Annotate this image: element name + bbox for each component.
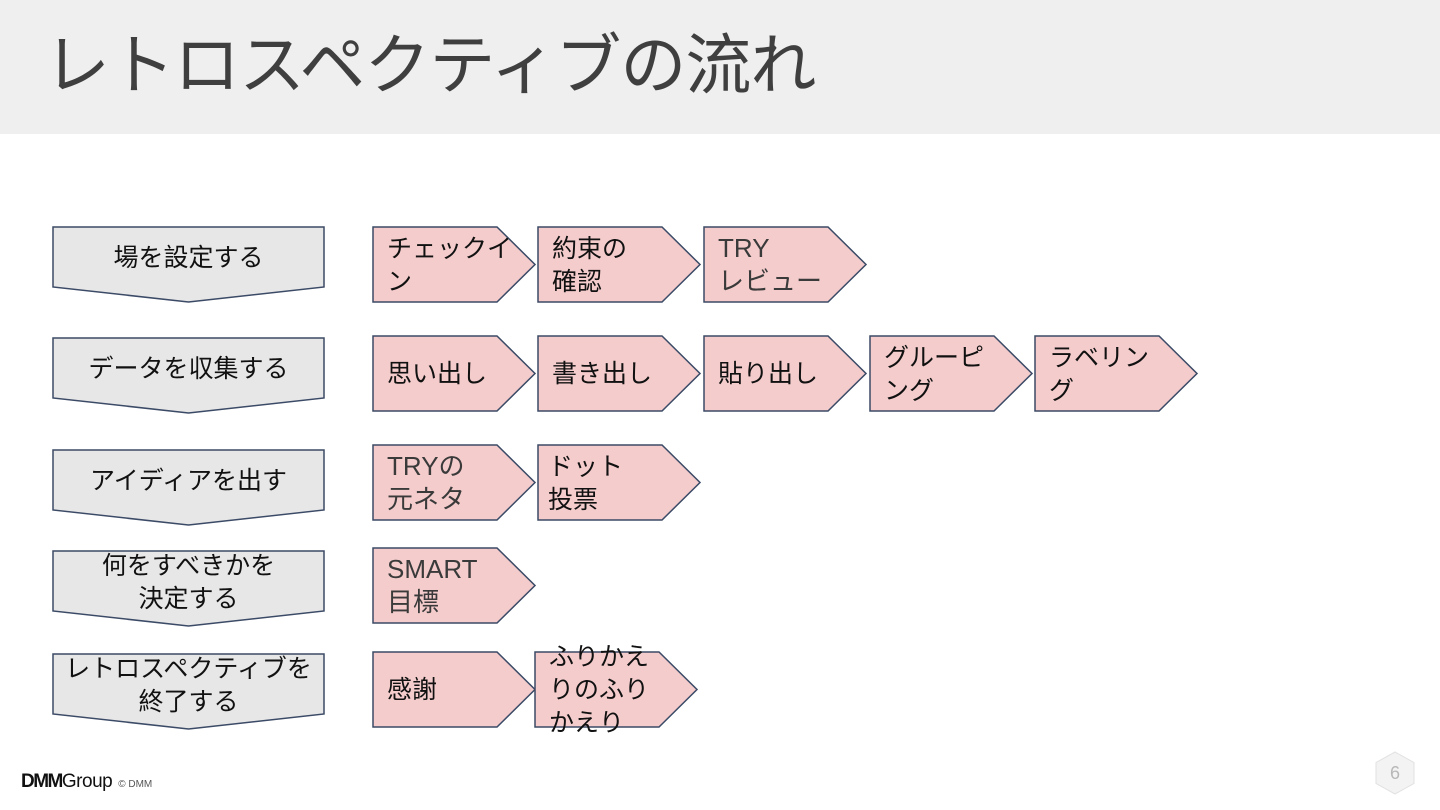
step-smart-goal: SMART 目標 xyxy=(372,547,537,624)
page-number: 6 xyxy=(1389,763,1400,783)
stage-label: 何をすべきかを 決定する xyxy=(101,550,276,613)
step-check-in: チェックイ ン xyxy=(372,226,537,303)
title-bar: レトロスペクティブの流れ xyxy=(0,0,1440,134)
step-write-out: 書き出し xyxy=(537,335,702,412)
step-retro-of-retro: ふりかえ りのふり かえり xyxy=(534,642,699,737)
hexagon-icon xyxy=(1375,751,1415,795)
step-label: 約束の 確認 xyxy=(552,233,628,296)
step-label: SMART 目標 xyxy=(387,553,478,617)
logo-group: Group xyxy=(61,771,113,792)
stage-label: アイディアを出す xyxy=(89,466,287,495)
step-label: 貼り出し xyxy=(718,359,819,388)
step-try-source: TRYの 元ネタ xyxy=(372,444,537,521)
step-label: グルーピ ング xyxy=(884,342,985,405)
step-label: ラベリン グ xyxy=(1049,342,1150,405)
step-label: 感謝 xyxy=(387,675,438,704)
step-dot-voting: ドット 投票 xyxy=(537,444,702,521)
stage-close-retrospective: レトロスペクティブを 終了する xyxy=(52,653,325,730)
logo-brand: DMM xyxy=(21,771,63,792)
page-number-badge: 6 xyxy=(1375,751,1415,795)
stage-decide-what-to-do: 何をすべきかを 決定する xyxy=(52,550,325,627)
step-appreciation: 感謝 xyxy=(372,651,537,728)
step-try-review: TRY レビュー xyxy=(703,226,868,303)
step-recall: 思い出し xyxy=(372,335,537,412)
step-label: 思い出し xyxy=(387,359,488,388)
step-label: 書き出し xyxy=(552,359,653,388)
step-label: ドット 投票 xyxy=(548,451,624,514)
stage-label: レトロスペクティブを 終了する xyxy=(65,653,312,716)
step-label: チェックイ ン xyxy=(387,233,513,296)
step-label: TRY レビュー xyxy=(718,232,823,296)
stage-label: データを収集する xyxy=(88,354,289,383)
stage-gather-data: データを収集する xyxy=(52,337,325,414)
stage-generate-insights: アイディアを出す xyxy=(52,449,325,526)
stage-set-the-stage: 場を設定する xyxy=(52,226,325,303)
dmm-group-logo: DMMGroup © DMM xyxy=(21,771,152,793)
step-label: TRYの 元ネタ xyxy=(387,450,466,514)
slide-title: レトロスペクティブの流れ xyxy=(44,27,816,104)
step-labeling: ラベリン グ xyxy=(1034,335,1199,412)
stage-label: 場を設定する xyxy=(113,243,264,272)
step-grouping: グルーピ ング xyxy=(869,335,1034,412)
step-label: ふりかえ りのふり かえり xyxy=(549,642,650,737)
step-post-up: 貼り出し xyxy=(703,335,868,412)
copyright-text: © DMM xyxy=(118,779,153,790)
step-agreement-check: 約束の 確認 xyxy=(537,226,702,303)
